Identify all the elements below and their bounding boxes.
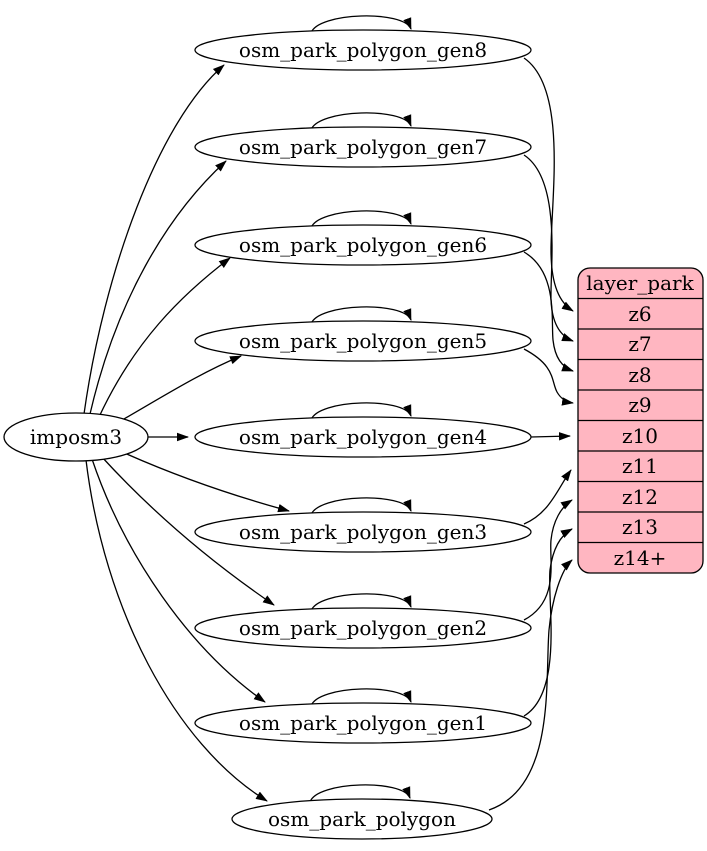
row-z9: z9: [628, 393, 651, 417]
edge-imposm3-to-gen7: [89, 160, 227, 415]
row-z11: z11: [622, 454, 658, 478]
self-loop-gen8: [310, 15, 412, 34]
gen6-label: osm_park_polygon_gen6: [239, 233, 487, 257]
edge-imposm3-to-gen6: [98, 257, 231, 418]
gen1-ellipse: [194, 702, 532, 744]
edge-imposm3-to-gen5: [116, 355, 242, 424]
gen2-label: osm_park_polygon_gen2: [239, 616, 487, 640]
edge-imposm3-to-polygon: [85, 459, 268, 802]
edge-imposm3-to-gen8: [83, 64, 225, 415]
imposm3-ellipse: [3, 412, 149, 462]
edges-to-layer: [488, 57, 574, 811]
gen2-ellipse: [194, 607, 532, 649]
edge-gen3-to-z11: [523, 469, 572, 525]
gen5-ellipse: [194, 320, 532, 362]
gen8-label: osm_park_polygon_gen8: [239, 38, 487, 62]
self-loop-edges: [309, 15, 412, 803]
node-osm-park-polygon-gen8: osm_park_polygon_gen8: [194, 29, 532, 71]
edge-gen6-to-z8: [523, 251, 574, 372]
gen8-ellipse: [194, 29, 532, 71]
polygon-label: osm_park_polygon: [268, 807, 456, 831]
gen7-label: osm_park_polygon_gen7: [239, 135, 487, 159]
imposm3-label: imposm3: [30, 425, 122, 449]
self-loop-gen3: [310, 497, 412, 516]
edge-imposm3-to-gen3: [119, 450, 290, 513]
edge-gen4-to-z10: [530, 432, 571, 441]
gen5-label: osm_park_polygon_gen5: [239, 329, 487, 353]
node-osm-park-polygon-gen5: osm_park_polygon_gen5: [194, 320, 532, 362]
edge-imposm3-to-gen1: [91, 458, 266, 703]
edge-gen1-to-z13: [523, 528, 573, 717]
polygon-ellipse: [231, 798, 493, 840]
self-loop-gen6: [310, 210, 412, 229]
row-z13: z13: [622, 515, 658, 539]
gen4-ellipse: [194, 416, 532, 458]
gen6-ellipse: [194, 224, 532, 266]
node-osm-park-polygon-gen3: osm_park_polygon_gen3: [194, 511, 532, 553]
gen3-label: osm_park_polygon_gen3: [239, 520, 487, 544]
row-z14: z14+: [614, 546, 667, 570]
gen3-ellipse: [194, 511, 532, 553]
node-imposm3: imposm3: [3, 412, 149, 462]
edge-gen5-to-z9: [523, 348, 574, 406]
edge-gen7-to-z7: [523, 154, 574, 342]
row-z6: z6: [628, 302, 651, 326]
layer-park-title: layer_park: [586, 271, 694, 295]
edge-gen2-to-z12: [523, 499, 573, 621]
self-loop-gen7: [310, 112, 412, 131]
node-osm-park-polygon-gen1: osm_park_polygon_gen1: [194, 702, 532, 744]
node-osm-park-polygon-gen6: osm_park_polygon_gen6: [194, 224, 532, 266]
self-loop-polygon: [309, 784, 411, 803]
self-loop-gen2: [310, 593, 412, 612]
edge-gen8-to-z6: [523, 57, 574, 312]
self-loop-gen4: [310, 402, 412, 421]
gen7-ellipse: [194, 126, 532, 168]
node-osm-park-polygon-gen2: osm_park_polygon_gen2: [194, 607, 532, 649]
row-z12: z12: [622, 485, 658, 509]
edge-imposm3-to-gen2: [100, 455, 275, 606]
row-z7: z7: [628, 332, 651, 356]
row-z10: z10: [622, 424, 658, 448]
node-osm-park-polygon-gen7: osm_park_polygon_gen7: [194, 126, 532, 168]
gen1-label: osm_park_polygon_gen1: [239, 711, 487, 735]
edge-polygon-to-z14: [488, 559, 573, 811]
node-osm-park-polygon: osm_park_polygon: [231, 798, 493, 840]
edges-from-source: [83, 64, 290, 802]
node-layer-park: layer_park z6 z7 z8 z9 z10 z11 z12 z13 z…: [577, 267, 704, 574]
gen4-label: osm_park_polygon_gen4: [239, 425, 487, 449]
row-z8: z8: [628, 363, 651, 387]
self-loop-gen1: [310, 688, 412, 707]
node-osm-park-polygon-gen4: osm_park_polygon_gen4: [194, 416, 532, 458]
self-loop-gen5: [310, 306, 412, 325]
